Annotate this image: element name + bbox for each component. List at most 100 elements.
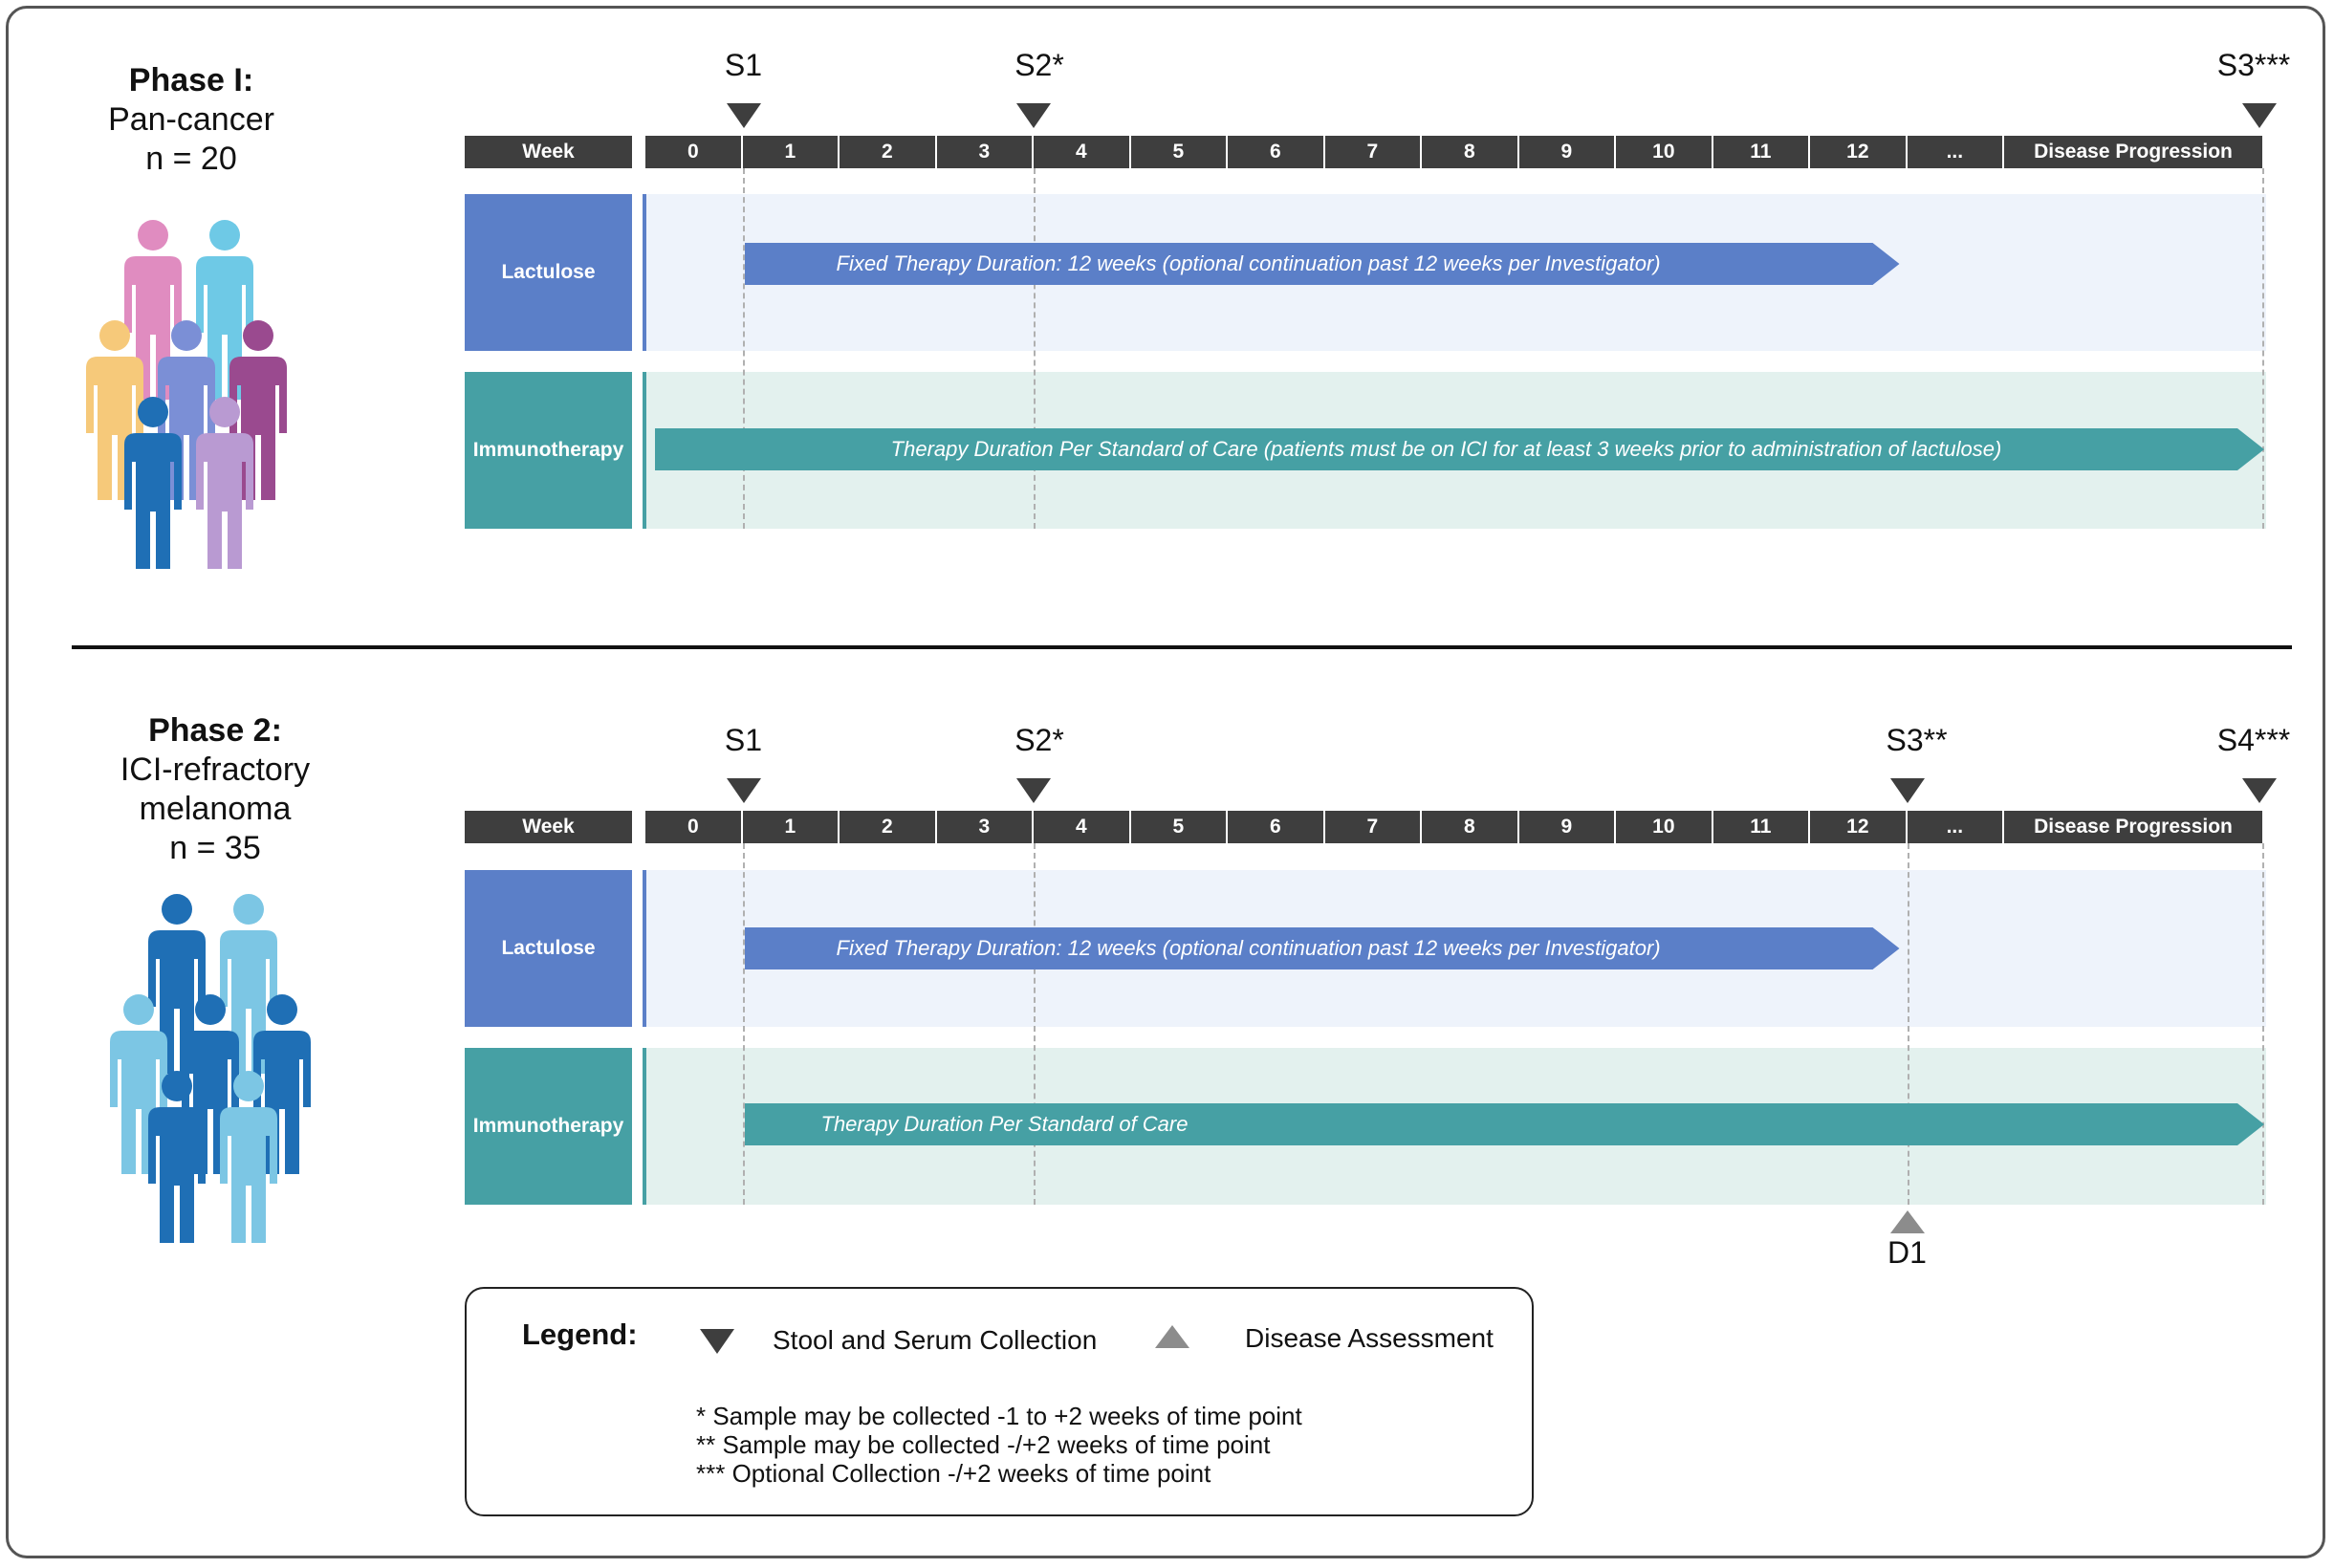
- phase2-assessment-label: D1: [1887, 1235, 1927, 1270]
- phase1-week-label: Week: [465, 136, 632, 168]
- phase2-people-icon: [110, 894, 311, 1243]
- phase2-guide-line: [1907, 843, 1909, 1205]
- phase2-guide-line: [2262, 843, 2264, 1205]
- phase2-week-cell: 8: [1422, 811, 1517, 843]
- phase1-week-cell: 0: [645, 136, 741, 168]
- phase2-marker-label: S1: [724, 723, 763, 757]
- collection-triangle-icon: [1889, 778, 1925, 803]
- phase2-lactulose-bar-text: Fixed Therapy Duration: 12 weeks (option…: [836, 936, 1661, 960]
- phase2-marker-label: S2*: [1014, 723, 1064, 757]
- phase1-marker-label: S2*: [1014, 48, 1064, 82]
- phase1-guide-line: [1034, 168, 1036, 529]
- person-icon: [253, 994, 311, 1174]
- phase2-immunotherapy-bar-text: Therapy Duration Per Standard of Care: [820, 1112, 1189, 1136]
- legend-collection: Stool and Serum Collection: [773, 1325, 1098, 1355]
- person-icon: [110, 994, 167, 1174]
- phase2-title: Phase 2:: [148, 712, 282, 749]
- phase1-lactulose-start-line: [643, 194, 646, 351]
- collection-triangle-icon: [700, 1329, 734, 1354]
- phase2-subtitle-2: melanoma: [139, 791, 292, 827]
- phase2-week-cell: 0: [645, 811, 741, 843]
- phase2-lactulose-bar: Fixed Therapy Duration: 12 weeks (option…: [745, 927, 1900, 969]
- phase1-title: Phase I:: [128, 62, 254, 98]
- legend-note-1: * Sample may be collected -1 to +2 weeks…: [696, 1402, 1302, 1430]
- phase2-week-cell: 1: [742, 811, 839, 843]
- legend-box: Legend: Stool and Serum Collection Disea…: [465, 1287, 1534, 1516]
- phase1-lactulose-label: Lactulose: [465, 194, 632, 351]
- phase1-guide-line: [742, 168, 745, 529]
- collection-triangle-icon: [726, 778, 761, 803]
- phase2-marker-label: S3**: [1886, 723, 1948, 757]
- phase1-subtitle-1: Pan-cancer: [108, 101, 274, 138]
- legend-title: Legend:: [522, 1318, 638, 1351]
- phase1-immunotherapy-start-line: [643, 372, 646, 529]
- phase1-week-cell: 7: [1324, 136, 1421, 168]
- phase1-week-cell: 2: [840, 136, 935, 168]
- phase2-immunotherapy-start-line: [643, 1048, 646, 1205]
- phase2-week-cell: 11: [1712, 811, 1809, 843]
- phase1-week-cell: 6: [1228, 136, 1323, 168]
- phase1-marker-label: S1: [724, 48, 763, 82]
- phase1-week-cell: 9: [1518, 136, 1615, 168]
- phase-divider: [72, 645, 2292, 649]
- phase2-week-cell: 12: [1810, 811, 1906, 843]
- legend-assessment: Disease Assessment: [1245, 1323, 1494, 1353]
- phase2-week-cell: 7: [1324, 811, 1421, 843]
- collection-triangle-icon: [1016, 103, 1051, 128]
- phase1-week-cell: 1: [742, 136, 839, 168]
- phase1-immunotherapy-bar: Therapy Duration Per Standard of Care (p…: [655, 428, 2264, 470]
- legend-note-3: *** Optional Collection -/+2 weeks of ti…: [696, 1459, 1211, 1488]
- collection-triangle-icon: [2242, 103, 2277, 128]
- phase1-subtitle-2: n = 20: [145, 141, 237, 177]
- phase2-title-block: Phase 2: ICI-refractory melanoma n = 35: [43, 711, 387, 868]
- legend-note-2: ** Sample may be collected -/+2 weeks of…: [696, 1430, 1271, 1459]
- phase2-week-cell: 9: [1518, 811, 1615, 843]
- phase1-week-cell: Disease Progression: [2004, 136, 2262, 168]
- person-icon: [124, 397, 182, 569]
- phase1-week-cell: 8: [1422, 136, 1517, 168]
- phase2-lactulose-start-line: [643, 870, 646, 1027]
- phase1-week-cell: 12: [1810, 136, 1906, 168]
- collection-triangle-icon: [2242, 778, 2277, 803]
- phase1-week-cell: ...: [1907, 136, 2003, 168]
- phase2-marker-label: S4***: [2216, 723, 2291, 757]
- person-icon: [229, 320, 287, 500]
- person-icon: [148, 1071, 206, 1243]
- collection-triangle-icon: [1016, 778, 1051, 803]
- phase2-week-cell: ...: [1907, 811, 2003, 843]
- phase1-title-block: Phase I: Pan-cancer n = 20: [19, 61, 363, 179]
- phase2-week-cell: 6: [1228, 811, 1323, 843]
- phase2-immunotherapy-label: Immunotherapy: [465, 1048, 632, 1205]
- person-icon: [196, 397, 253, 569]
- phase2-subtitle-3: n = 35: [169, 830, 261, 866]
- phase1-immunotherapy-label: Immunotherapy: [465, 372, 632, 529]
- phase2-week-cell: Disease Progression: [2004, 811, 2262, 843]
- phase1-guide-line: [2262, 168, 2264, 529]
- phase1-lactulose-bar: Fixed Therapy Duration: 12 weeks (option…: [745, 243, 1900, 285]
- phase2-week-cell: 10: [1616, 811, 1712, 843]
- phase2-lactulose-label: Lactulose: [465, 870, 632, 1027]
- phase2-subtitle-1: ICI-refractory: [120, 751, 311, 788]
- person-icon: [220, 1071, 277, 1243]
- phase2-week-cell: 3: [936, 811, 1033, 843]
- phase2-week-cell: 4: [1034, 811, 1129, 843]
- phase2-week-cell: 5: [1130, 811, 1227, 843]
- phase1-week-cell: 3: [936, 136, 1033, 168]
- phase1-week-cell: 10: [1616, 136, 1712, 168]
- phase1-lactulose-bar-text: Fixed Therapy Duration: 12 weeks (option…: [836, 251, 1661, 275]
- assessment-triangle-icon: [1155, 1325, 1189, 1348]
- phase1-people-icon: [86, 220, 287, 569]
- phase1-marker-label: S3***: [2216, 48, 2291, 82]
- phase1-week-cell: 5: [1130, 136, 1227, 168]
- phase2-guide-line: [1034, 843, 1036, 1205]
- phase1-week-cell: 4: [1034, 136, 1129, 168]
- phase2-week-label: Week: [465, 811, 632, 843]
- phase2-guide-line: [742, 843, 745, 1205]
- person-icon: [86, 320, 143, 500]
- phase2-immunotherapy-bar: Therapy Duration Per Standard of Care: [745, 1103, 2265, 1145]
- phase1-immunotherapy-bar-text: Therapy Duration Per Standard of Care (p…: [890, 437, 2002, 461]
- collection-triangle-icon: [726, 103, 761, 128]
- figure-frame: [6, 6, 2325, 1558]
- assessment-triangle-icon: [1889, 1210, 1925, 1233]
- phase1-week-cell: 11: [1712, 136, 1809, 168]
